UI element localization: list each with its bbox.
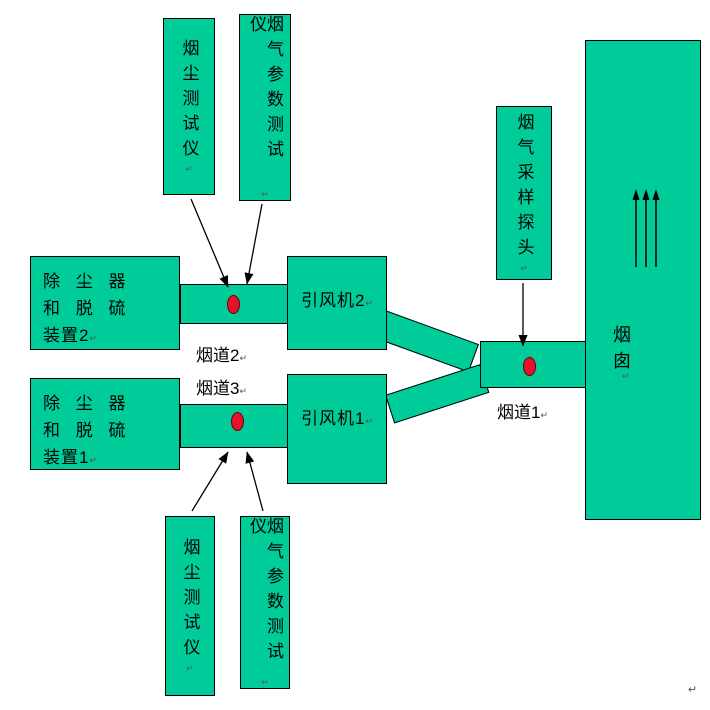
paragraph-mark: ↵ xyxy=(186,663,194,673)
top-dust-tester-box: 烟尘测试仪 ↵ xyxy=(163,18,215,195)
device2-line2: 和 脱 硫 xyxy=(43,299,127,318)
paragraph-mark: ↵ xyxy=(365,416,373,426)
fan1-label: 引风机1 xyxy=(300,409,366,428)
bottom-dust-tester-label: 烟尘测试仪 xyxy=(180,538,200,663)
duct3-sampling-port xyxy=(231,412,244,431)
paragraph-mark: ↵ xyxy=(520,262,528,273)
arrow-bottom-dust-tester-to-duct3-port xyxy=(191,451,229,512)
duct3-label: 烟道3↵ xyxy=(196,379,248,398)
gas-sampling-probe-label: 烟气采样探头 xyxy=(514,112,534,263)
top-gas-param-tester-box: 烟气参数测试仪 ↵ xyxy=(239,14,291,201)
fan2-label: 引风机2 xyxy=(300,291,366,310)
duct1-sampling-port xyxy=(523,357,536,376)
chimney-box: 烟囱 ↵ xyxy=(585,40,701,520)
fan1-box: 引风机1↵ xyxy=(287,374,387,484)
gas-sampling-probe-box: 烟气采样探头 ↵ xyxy=(496,106,552,280)
device1-box: 除 尘 器 和 脱 硫 装置1↵ xyxy=(30,378,180,470)
duct-fan2-to-duct1 xyxy=(374,310,479,373)
page-end-mark: ↵ xyxy=(688,684,698,696)
paragraph-mark: ↵ xyxy=(622,371,630,381)
paragraph-mark: ↵ xyxy=(89,333,98,343)
paragraph-mark: ↵ xyxy=(185,163,193,174)
bottom-gas-param-tester-label: 烟气参数测试仪 xyxy=(247,517,283,667)
duct2-label: 烟道2↵ xyxy=(196,346,248,365)
top-dust-tester-label: 烟尘测试仪 xyxy=(179,38,199,164)
device1-line2: 和 脱 硫 xyxy=(43,421,127,440)
duct2-sampling-port xyxy=(227,295,240,314)
paragraph-mark: ↵ xyxy=(239,353,248,363)
paragraph-mark: ↵ xyxy=(89,455,98,465)
top-gas-param-tester-label: 烟气参数测试仪 xyxy=(247,15,283,165)
device2-line1: 除 尘 器 xyxy=(43,272,127,291)
arrow-top-dust-tester-to-duct2-port xyxy=(190,198,229,288)
arrow-top-gas-tester-to-duct2-port xyxy=(244,203,263,285)
device1-line1: 除 尘 器 xyxy=(43,394,127,413)
device2-box: 除 尘 器 和 脱 硫 装置2↵ xyxy=(30,256,180,350)
device2-line3: 装置2↵ xyxy=(43,326,98,345)
device1-line3: 装置1↵ xyxy=(43,448,98,467)
paragraph-mark: ↵ xyxy=(261,677,269,687)
up-flow-arrows-icon xyxy=(632,189,660,267)
paragraph-mark: ↵ xyxy=(239,386,248,396)
paragraph-mark: ↵ xyxy=(365,298,373,308)
bottom-dust-tester-box: 烟尘测试仪 ↵ xyxy=(165,516,215,696)
duct1-label: 烟道1↵ xyxy=(497,403,549,422)
paragraph-mark: ↵ xyxy=(540,410,549,420)
arrow-bottom-gas-tester-to-duct3-port xyxy=(245,451,264,512)
paragraph-mark: ↵ xyxy=(261,189,269,199)
chimney-label: 烟囱 xyxy=(611,325,631,377)
bottom-gas-param-tester-box: 烟气参数测试仪 ↵ xyxy=(240,516,290,689)
fan2-box: 引风机2↵ xyxy=(287,256,387,350)
duct-fan1-to-duct1 xyxy=(385,364,490,424)
